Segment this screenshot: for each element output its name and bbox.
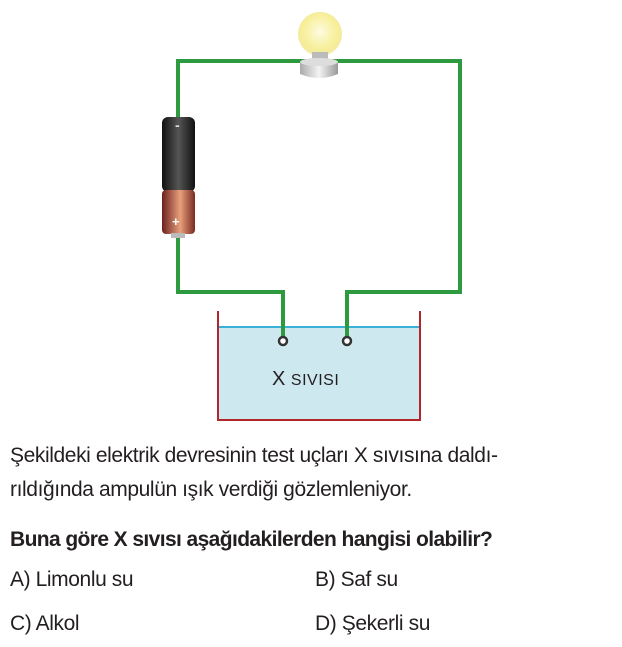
option-d[interactable]: D) Şekerli su — [315, 612, 430, 635]
liquid-label: X SIVISI — [272, 368, 339, 391]
option-a[interactable]: A) Limonlu su — [10, 568, 134, 591]
liquid — [219, 327, 420, 419]
option-c[interactable]: C) Alkol — [10, 612, 80, 635]
question-stem-line-1: Şekildeki elektrik devresinin test uçlar… — [10, 444, 498, 467]
wire-left — [176, 59, 462, 338]
option-b[interactable]: B) Saf su — [315, 568, 398, 591]
question-prompt: Buna göre X sıvısı aşağıdakilerden hangi… — [10, 528, 493, 551]
electrode-right — [341, 335, 353, 347]
wire-bottom-left — [176, 236, 285, 338]
battery-plus-sign: + — [172, 214, 180, 229]
battery-icon — [162, 117, 195, 238]
question-stem-line-2: rıldığında ampulün ışık verdiği gözlemle… — [10, 478, 412, 501]
liquid-label-x: X — [272, 368, 286, 390]
light-bulb-icon — [298, 12, 342, 78]
circuit-diagram — [162, 12, 462, 421]
beaker — [217, 311, 421, 421]
battery-minus-sign: - — [175, 117, 180, 133]
liquid-label-word: SIVISI — [290, 372, 340, 389]
electrode-left — [277, 335, 289, 347]
